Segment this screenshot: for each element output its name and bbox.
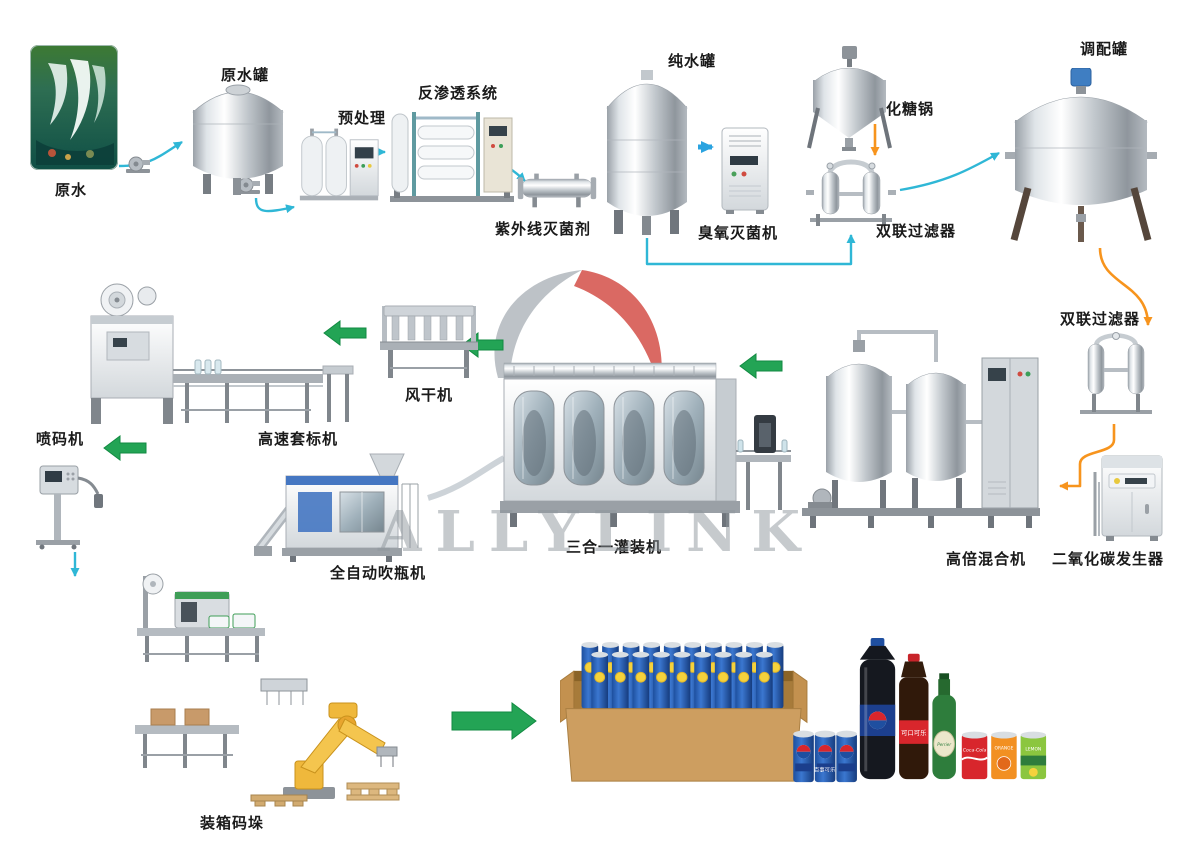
labeler-illustration: [90, 283, 354, 424]
uv-sterilizer-illustration: [517, 173, 597, 208]
lemon-can-label: LEMON: [1025, 747, 1041, 753]
coke-bottle-label: 可口可乐: [901, 728, 927, 737]
blow-molding-machine: [252, 448, 430, 562]
blending-tank: [1002, 68, 1160, 246]
shrink-wrapper: [133, 570, 269, 667]
uv-sterilizer-unit: [516, 168, 598, 212]
pretreatment-illustration: [299, 128, 379, 201]
blending-tank-illustration: [1005, 68, 1157, 242]
duplex-filter-illustration: [806, 159, 896, 226]
triblock-filling-machine: [498, 355, 793, 533]
co2-generator-label: 二氧化碳发生器: [1052, 550, 1165, 568]
lemon-can: LEMON: [1020, 731, 1047, 780]
pure-water-tank-label: 纯水罐: [668, 52, 717, 70]
raw-water-tank: [185, 78, 291, 196]
mixer-illustration: [802, 330, 1040, 528]
water-pipes: [70, 140, 1000, 577]
blow-molder-illustration: [254, 453, 419, 562]
sugar-pot-illustration: [807, 46, 892, 151]
sugar-pot-label: 化糖锅: [886, 100, 935, 118]
raw-water-label: 原水: [55, 181, 88, 199]
orange-can: ORANGE: [991, 731, 1017, 780]
raw-water-photo: [30, 45, 118, 170]
co2-generator: [1092, 452, 1168, 546]
perrier-bottle: Perrier: [932, 673, 956, 780]
pure-water-tank-illustration: [606, 70, 688, 235]
sugar-melting-pot: [802, 46, 896, 156]
bottle-air-conveyor: [427, 455, 506, 501]
coca-cola-can: Coca-Cola: [961, 731, 988, 780]
water-pump-icon: [124, 155, 152, 175]
pretreatment-unit: [298, 122, 380, 206]
raw-water-tank-label: 原水罐: [221, 66, 270, 84]
inkjet-coder-illustration: [36, 465, 103, 550]
filler-illustration: [500, 362, 791, 527]
air-dryer-illustration: [380, 305, 478, 378]
duplex-filter-illustration: [1080, 332, 1152, 414]
can-tray: [581, 641, 784, 719]
uv-sterilizer-label: 紫外线灭菌剂: [495, 220, 592, 238]
pepsi-bottle: [859, 638, 896, 780]
palletizer-illustration: [135, 678, 400, 807]
finished-products-illustration: 百事可乐 可口可乐 Perrier Coca-Cola ORANGE LEMON: [560, 638, 1047, 783]
air-dryer-unit: [378, 302, 480, 382]
finished-products-display: 百事可乐 可口可乐 Perrier Coca-Cola ORANGE LEMON: [560, 634, 1050, 791]
filler-label: 三合一灌装机: [566, 538, 663, 556]
coke-bottle: 可口可乐: [899, 653, 929, 780]
mixer-label: 高倍混合机: [946, 550, 1027, 568]
syrup-pipes: [870, 124, 1153, 491]
coder-label: 喷码机: [36, 430, 85, 448]
palletizer-label: 装箱码垛: [200, 814, 265, 832]
duplex-filter-1-label: 双联过滤器: [876, 222, 957, 240]
co2-generator-illustration: [1093, 455, 1163, 541]
coca-cola-can-label: Coca-Cola: [963, 748, 987, 754]
high-ratio-mixer: [798, 302, 1046, 534]
pepsi-can-label: 百事可乐: [814, 765, 836, 773]
duplex-filter-1: [804, 154, 898, 230]
ro-system-label: 反渗透系统: [418, 84, 499, 102]
ro-system-illustration: [390, 112, 514, 202]
waterfall-image: [30, 45, 118, 170]
labeler-label: 高速套标机: [258, 430, 339, 448]
ozone-sterilizer-label: 臭氧灭菌机: [698, 224, 779, 242]
orange-can-label: ORANGE: [995, 746, 1014, 752]
inkjet-coder: [32, 450, 112, 550]
sleeve-labeling-machine: [85, 282, 357, 428]
perrier-label: Perrier: [937, 742, 951, 747]
ozone-sterilizer-unit: [720, 126, 772, 216]
ozone-sterilizer-illustration: [721, 127, 769, 214]
pure-water-tank: [598, 68, 696, 236]
duplex-filter-2: [1076, 328, 1156, 422]
duplex-filter-2-label: 双联过滤器: [1060, 310, 1141, 328]
pepsi-cans: 百事可乐: [793, 730, 857, 783]
water-pump-icon: [234, 176, 262, 196]
pretreatment-label: 预处理: [338, 109, 387, 127]
raw-water-tank-illustration: [192, 84, 284, 195]
ro-system: [388, 98, 516, 206]
blow-molder-label: 全自动吹瓶机: [330, 564, 427, 582]
shrink-wrapper-illustration: [137, 573, 265, 662]
air-dryer-label: 风干机: [405, 386, 454, 404]
palletizing-robot: [133, 675, 401, 807]
blending-tank-label: 调配罐: [1080, 40, 1129, 58]
